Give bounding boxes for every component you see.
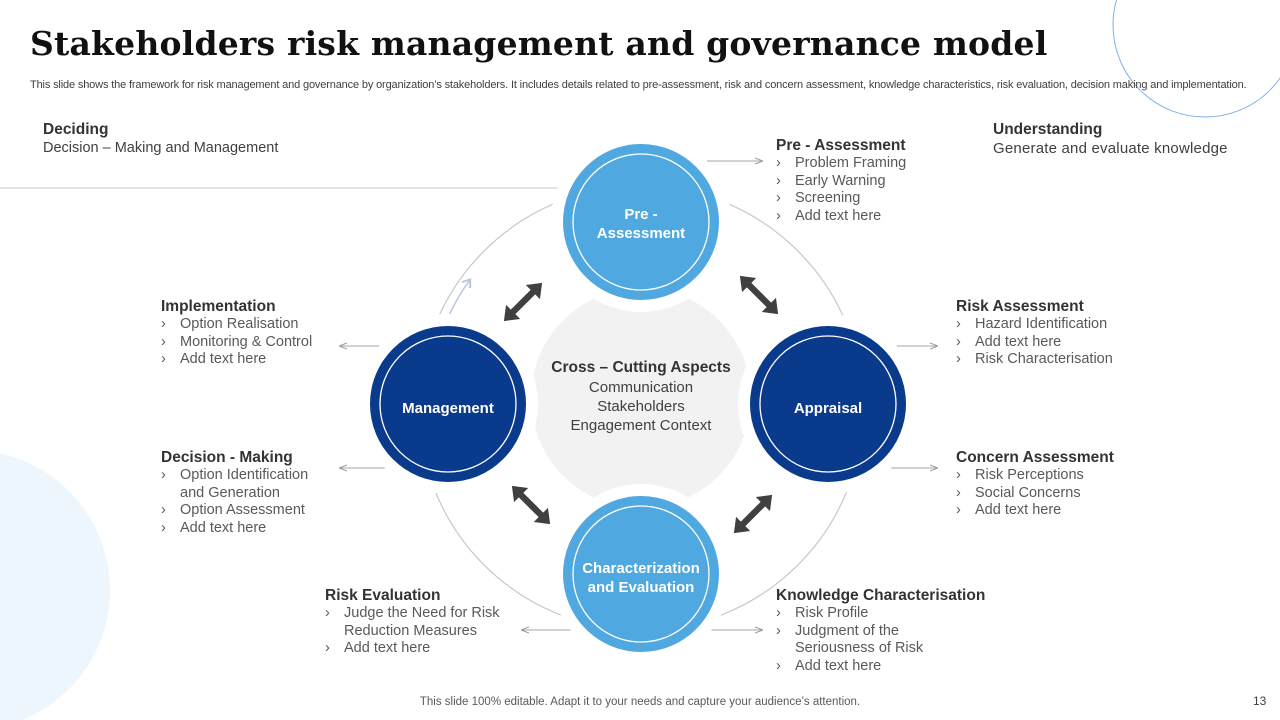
list-item: Add text here (161, 351, 312, 369)
list-item: Add text here (776, 208, 906, 226)
deciding-subtitle: Decision – Making and Management (43, 140, 279, 156)
node-label-line: Assessment (596, 225, 686, 242)
concern-assessment-title: Concern Assessment (956, 449, 1114, 466)
pre-assessment-title: Pre - Assessment (776, 137, 906, 154)
deciding-block: Deciding Decision – Making and Managemen… (43, 120, 278, 158)
implementation-block: Implementation Option Realisation Monito… (161, 297, 312, 369)
arrow-pre-assessment-appraisal (739, 275, 779, 315)
list-item: Reduction Measures (344, 622, 477, 639)
node-label-pre-assessment: Pre - Assessment (571, 205, 711, 243)
list-item: Risk Characterisation (956, 351, 1113, 369)
list-item: Early Warning (776, 173, 906, 191)
node-label-line: Characterization (582, 560, 700, 577)
list-item: Hazard Identification (956, 316, 1113, 334)
list-item: Risk Perceptions (956, 467, 1114, 485)
understanding-title: Understanding (993, 121, 1103, 138)
list-item: Judge the Need for Risk (325, 605, 500, 623)
background-circle-left (0, 453, 110, 720)
center-title: Cross – Cutting Aspects (551, 359, 731, 376)
list-item: Add text here (325, 640, 500, 658)
node-label-line: and Evaluation (587, 579, 695, 596)
knowledge-block: Knowledge Characterisation Risk Profile … (776, 586, 985, 675)
list-item: Add text here (161, 520, 308, 538)
decision-making-title: Decision - Making (161, 449, 293, 466)
node-label-line: Appraisal (793, 400, 863, 417)
list-item: Option Realisation (161, 316, 312, 334)
understanding-block: Understanding Generate and evaluate know… (993, 120, 1228, 158)
implementation-title: Implementation (161, 298, 276, 315)
list-item: Problem Framing (776, 155, 906, 173)
list-item: Screening (776, 190, 906, 208)
deciding-title: Deciding (43, 121, 109, 138)
node-label-appraisal: Appraisal (758, 399, 898, 418)
pre-assessment-block: Pre - Assessment Problem Framing Early W… (776, 136, 906, 225)
risk-assessment-block: Risk Assessment Hazard Identification Ad… (956, 297, 1113, 369)
arrow-characterization-management (511, 485, 551, 525)
arrow-appraisal-characterization (733, 494, 773, 534)
list-item: and Generation (180, 484, 280, 501)
list-item: Monitoring & Control (161, 334, 312, 352)
decision-making-block: Decision - Making Option Identification … (161, 448, 308, 537)
node-label-management: Management (378, 399, 518, 418)
list-item: Option Identification (161, 467, 308, 485)
node-label-line: Management (402, 400, 494, 417)
node-appraisal (738, 314, 918, 494)
arrow-management-pre-assessment (503, 282, 543, 322)
center-line: Communication (588, 379, 694, 396)
center-line: Stakeholders (597, 398, 685, 415)
list-item: Social Concerns (956, 485, 1114, 503)
concern-assessment-block: Concern Assessment Risk Perceptions Soci… (956, 448, 1114, 520)
node-characterization (551, 484, 731, 664)
footer-note: This slide 100% editable. Adapt it to yo… (419, 696, 861, 708)
risk-evaluation-title: Risk Evaluation (325, 587, 441, 604)
list-item: Add text here (776, 658, 985, 676)
risk-evaluation-block: Risk Evaluation Judge the Need for Risk … (325, 586, 500, 658)
page-number: 13 (1253, 694, 1267, 708)
node-label-characterization: Characterization and Evaluation (566, 559, 716, 597)
node-management (358, 314, 538, 494)
node-pre-assessment (551, 132, 731, 312)
node-label-line: Pre - (624, 206, 658, 223)
center-circle (531, 288, 751, 508)
understanding-subtitle: Generate and evaluate knowledge (993, 140, 1228, 157)
knowledge-title: Knowledge Characterisation (776, 587, 986, 604)
background-ring-top-right (1112, 0, 1280, 118)
list-item: Add text here (956, 502, 1114, 520)
list-item: Judgment of the (776, 623, 985, 641)
page-title: Stakeholders risk management and governa… (30, 24, 1048, 63)
list-item: Add text here (956, 334, 1113, 352)
center-text: Cross – Cutting Aspects Communication St… (531, 358, 751, 435)
list-item: Risk Profile (776, 605, 985, 623)
page-description: This slide shows the framework for risk … (30, 79, 1247, 91)
center-line: Engagement Context (570, 417, 712, 434)
risk-assessment-title: Risk Assessment (956, 298, 1084, 315)
list-item: Seriousness of Risk (795, 640, 924, 657)
list-item: Option Assessment (161, 502, 308, 520)
